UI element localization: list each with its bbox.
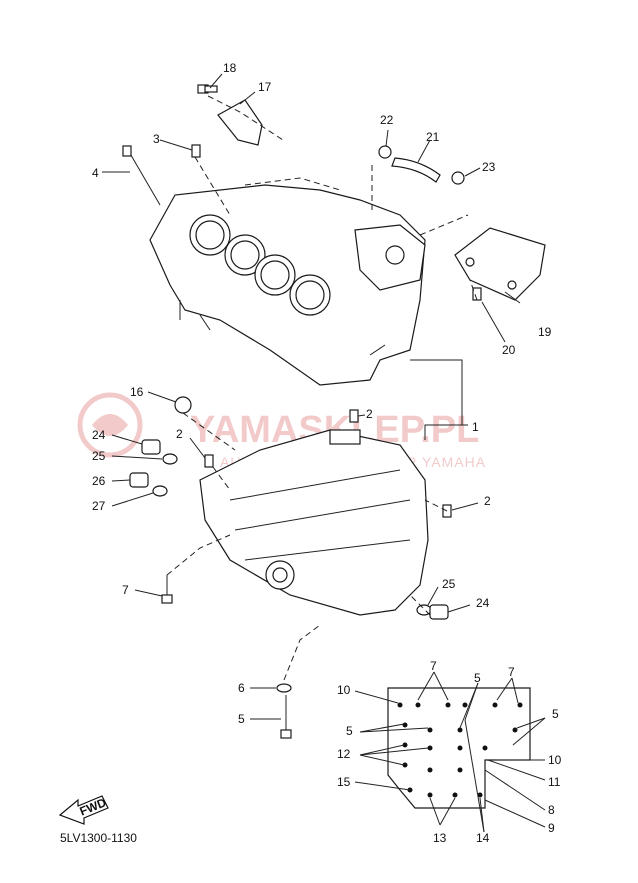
callout-14: 14 <box>476 831 490 845</box>
callout-2-left: 2 <box>176 427 183 441</box>
bolt-7 <box>161 575 173 604</box>
watermark-logo-mark <box>92 414 128 436</box>
diagram-code: 5LV1300-1130 <box>60 831 137 845</box>
lower-crankcase <box>199 429 429 616</box>
upper-crankcase <box>149 184 426 386</box>
callout-5-plan-top: 5 <box>474 671 481 685</box>
bolt-pattern-plan <box>387 687 531 809</box>
fwd-arrow-icon: FWD <box>58 795 109 825</box>
dowel-2-top <box>349 409 359 423</box>
callout-18: 18 <box>223 61 237 75</box>
dowel-2-left <box>204 454 214 468</box>
callout-12: 12 <box>337 747 351 761</box>
o-ring-25-left <box>162 453 178 465</box>
callout-1: 1 <box>472 420 479 434</box>
hose-21 <box>391 157 441 183</box>
assembly-lines <box>166 95 478 681</box>
clamp-23 <box>451 171 465 185</box>
jet-26 <box>129 472 149 488</box>
callout-15: 15 <box>337 775 351 789</box>
callout-22: 22 <box>380 113 394 127</box>
clamp-22 <box>378 145 392 159</box>
callout-17: 17 <box>258 80 272 94</box>
callout-11: 11 <box>548 775 561 789</box>
callout-7-plan-left: 7 <box>430 659 437 673</box>
bolt-5 <box>280 695 292 739</box>
watermark-logo-icon <box>77 392 143 458</box>
callout-13: 13 <box>433 831 447 845</box>
callout-5-plan-right: 5 <box>552 707 559 721</box>
bolt-18 <box>197 84 218 94</box>
bolt-20 <box>472 287 482 301</box>
o-ring-27 <box>152 485 168 497</box>
callout-5-plan-left: 5 <box>346 724 353 738</box>
callout-7-left: 7 <box>122 583 129 597</box>
callout-25-right: 25 <box>442 577 456 591</box>
callout-24-left: 24 <box>92 428 106 442</box>
callout-4: 4 <box>92 166 99 180</box>
callout-10-left: 10 <box>337 683 351 697</box>
callout-8: 8 <box>548 803 555 817</box>
callout-2-right: 2 <box>484 494 491 508</box>
stud-4 <box>122 145 161 206</box>
callout-24-right: 24 <box>476 596 490 610</box>
plate-17 <box>217 99 263 146</box>
callout-26: 26 <box>92 474 106 488</box>
callout-2-top: 2 <box>366 407 373 421</box>
plug-16 <box>174 396 192 414</box>
callout-19: 19 <box>538 325 552 339</box>
callout-16: 16 <box>130 385 144 399</box>
callout-9: 9 <box>548 821 555 835</box>
jet-24-right <box>429 604 449 620</box>
callout-25-left: 25 <box>92 449 106 463</box>
callout-27: 27 <box>92 499 106 513</box>
jet-24-left <box>141 439 161 455</box>
leader-lines <box>102 73 546 833</box>
callout-10-right: 10 <box>548 753 562 767</box>
callout-20: 20 <box>502 343 516 357</box>
washer-6 <box>276 683 292 693</box>
callouts: 18 17 3 4 22 21 23 19 20 16 2 1 2 24 25 … <box>92 61 562 845</box>
callout-21: 21 <box>426 130 440 144</box>
callout-7-plan-right: 7 <box>508 665 515 679</box>
callout-23: 23 <box>482 160 496 174</box>
callout-5-bolt: 5 <box>238 712 245 726</box>
callout-3: 3 <box>153 132 160 146</box>
dowel-3 <box>191 144 201 158</box>
fwd-label: FWD <box>78 795 109 818</box>
callout-6: 6 <box>238 681 245 695</box>
